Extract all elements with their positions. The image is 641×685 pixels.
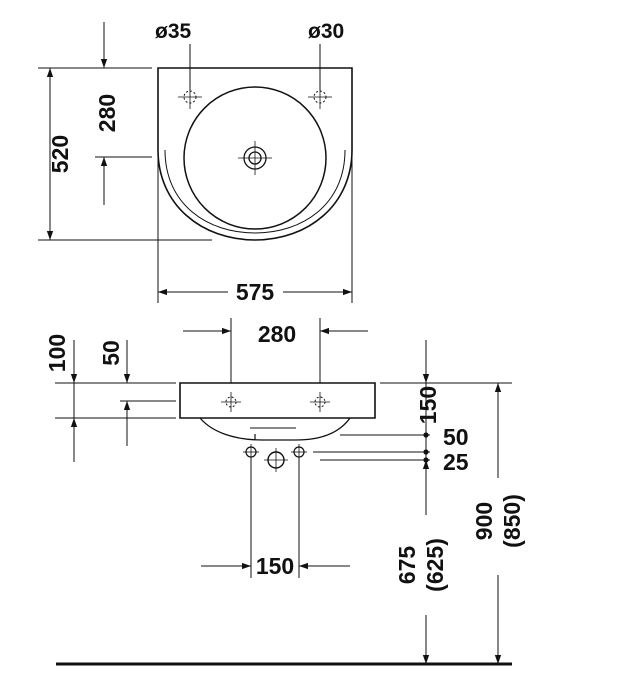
dim-100-label: 100 [44, 334, 70, 372]
hole-spacing-label: 280 [258, 321, 296, 347]
height-850-label: (850) [499, 494, 525, 548]
bowl-circle [183, 86, 327, 230]
height-label: 520 [47, 135, 73, 173]
dim-25-label: 25 [443, 449, 469, 475]
depth-label: 280 [94, 94, 120, 132]
basin-profile [179, 382, 376, 419]
dot-25a [423, 449, 429, 455]
basin-outline [157, 67, 353, 241]
dim-50-right-label: 50 [443, 424, 469, 450]
supply-left-icon [243, 444, 259, 460]
hole-left-label: ø35 [155, 20, 192, 43]
side-tap-left-icon [221, 392, 241, 412]
drain-spacing-label: 150 [256, 553, 294, 579]
side-view: 280 [44, 318, 525, 666]
drain-icon [238, 141, 272, 175]
supply-right-icon [291, 444, 307, 460]
bowl-underside [199, 417, 351, 441]
basin-inner-rim [164, 149, 346, 234]
waste-outlet-icon [264, 448, 288, 472]
top-view: ø35 ø30 280 520 575 [38, 20, 353, 305]
height-900-label: 900 [471, 502, 497, 540]
dot-50 [423, 432, 429, 438]
side-tap-right-icon [310, 392, 330, 412]
hole-right-label: ø30 [308, 20, 344, 43]
height-675-label: 675 [394, 546, 420, 585]
width-label: 575 [236, 279, 275, 305]
dim-150-right-label: 150 [415, 386, 441, 424]
height-625-label: (625) [422, 538, 448, 592]
dim-50-left-label: 50 [98, 340, 124, 366]
